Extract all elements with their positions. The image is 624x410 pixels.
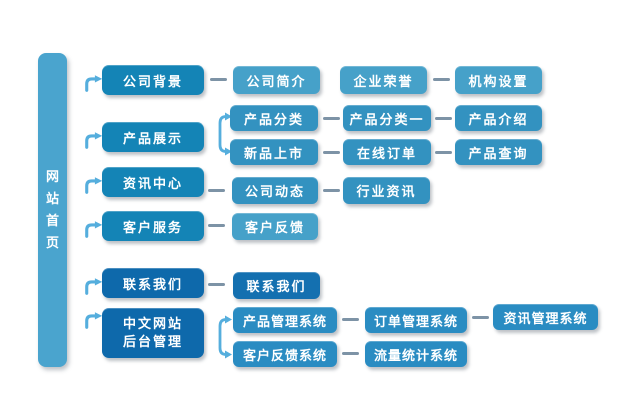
- node-label: 公司简介: [246, 73, 307, 89]
- fork-bracket-icon: [216, 315, 234, 359]
- branch-arrow-icon: [84, 131, 104, 149]
- node-contact-us: 联系我们: [102, 268, 204, 298]
- connector-line: [342, 352, 359, 355]
- connector-line: [208, 224, 225, 227]
- connector-line: [435, 151, 452, 154]
- node-label: 资讯管理系统: [503, 310, 588, 326]
- node-label: 公司背景: [122, 73, 183, 89]
- node-product-category: 产品分类: [230, 105, 318, 131]
- node-label: 产品介绍: [468, 111, 529, 127]
- node-label: 客户服务: [122, 219, 183, 235]
- node-label: 联系我们: [246, 279, 307, 294]
- node-product-category-1: 产品分类一: [343, 105, 431, 131]
- node-label: 新品上市: [243, 145, 304, 161]
- node-traffic-stats-system: 流量统计系统: [365, 341, 467, 367]
- connector-line: [208, 189, 225, 192]
- node-online-order: 在线订单: [343, 139, 431, 165]
- branch-arrow-icon: [84, 311, 104, 329]
- node-company-news: 公司动态: [232, 177, 318, 204]
- node-label: 客户反馈: [244, 220, 305, 235]
- node-label: 订单管理系统: [373, 313, 458, 329]
- connector-line: [342, 318, 359, 321]
- node-label: 联系我们: [122, 276, 183, 292]
- node-contact-us-sub: 联系我们: [233, 272, 320, 299]
- node-feedback-system: 客户反馈系统: [233, 341, 337, 367]
- node-new-products: 新品上市: [230, 139, 318, 165]
- node-info-mgmt-system: 资讯管理系统: [493, 304, 598, 330]
- node-company-honor: 企业荣誉: [340, 66, 427, 94]
- node-label-line1: 中文网站: [122, 316, 183, 331]
- connector-line: [433, 78, 450, 81]
- node-order-mgmt-system: 订单管理系统: [365, 307, 467, 333]
- node-label: 客户反馈系统: [242, 347, 327, 363]
- node-product-query: 产品查询: [455, 139, 542, 165]
- node-org-setup: 机构设置: [455, 66, 542, 94]
- node-product-display: 产品展示: [102, 122, 204, 152]
- node-customer-service: 客户服务: [102, 211, 204, 241]
- node-customer-feedback: 客户反馈: [232, 213, 318, 240]
- connector-line: [208, 283, 225, 286]
- node-company-intro: 公司简介: [233, 66, 320, 94]
- node-company-background: 公司背景: [102, 65, 204, 95]
- node-label: 行业资讯: [356, 184, 417, 199]
- node-industry-news: 行业资讯: [343, 177, 430, 204]
- node-product-mgmt-system: 产品管理系统: [233, 307, 337, 333]
- connector-line: [323, 151, 340, 154]
- branch-arrow-icon: [84, 220, 104, 238]
- node-label: 产品分类一: [349, 111, 425, 127]
- branch-arrow-icon: [84, 176, 104, 194]
- node-label-line2: 后台管理: [122, 334, 183, 349]
- home-node: 网站首页: [38, 53, 67, 367]
- node-label: 产品管理系统: [242, 313, 327, 329]
- fork-bracket-icon: [216, 112, 234, 156]
- node-news-center: 资讯中心: [102, 167, 204, 197]
- node-label: 公司动态: [244, 184, 305, 199]
- node-label: 在线订单: [356, 145, 417, 161]
- branch-arrow-icon: [84, 277, 104, 295]
- node-label: 流量统计系统: [373, 347, 458, 363]
- node-product-intro: 产品介绍: [455, 105, 542, 131]
- node-label: 产品分类: [243, 111, 304, 127]
- node-label: 机构设置: [468, 73, 529, 89]
- node-backend-management: 中文网站 后台管理: [102, 308, 204, 358]
- home-label: 网站首页: [45, 169, 59, 250]
- node-label: 企业荣誉: [353, 73, 414, 89]
- node-label: 产品展示: [122, 130, 183, 146]
- connector-line: [323, 189, 340, 192]
- branch-arrow-icon: [84, 74, 104, 92]
- connector-line: [323, 117, 340, 120]
- connector-line: [210, 78, 227, 81]
- connector-line: [472, 316, 489, 319]
- node-label: 产品查询: [468, 145, 529, 161]
- node-label: 资讯中心: [122, 175, 183, 191]
- connector-line: [435, 117, 452, 120]
